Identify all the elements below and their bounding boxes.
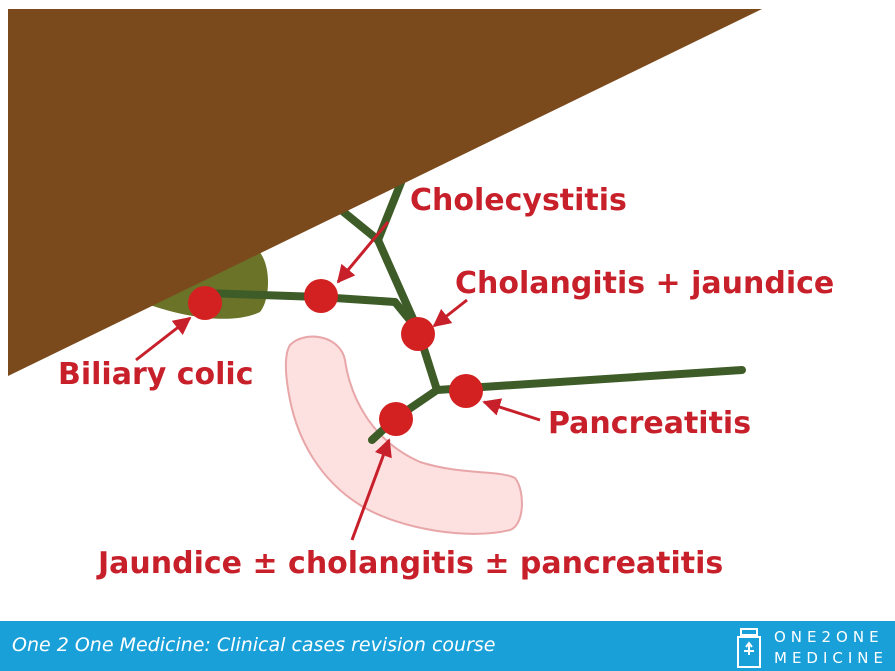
marker-biliary-colic — [188, 286, 222, 320]
arrow-cholangitis — [432, 298, 468, 328]
arrow-pancreatitis — [482, 398, 541, 422]
medicine-bottle-icon — [737, 628, 761, 668]
logo-line-two: MEDICINE — [774, 649, 888, 667]
one2one-medicine-logo: ONE2ONE MEDICINE — [732, 625, 892, 669]
arrow-cholecystitis — [336, 221, 390, 284]
label-jaundice-cholangitis-pancreatitis: Jaundice ± cholangitis ± pancreatitis — [98, 546, 724, 581]
liver-shape — [8, 9, 762, 376]
marker-cholangitis — [401, 317, 435, 351]
arrow-jaundice — [350, 438, 392, 541]
footer-bar: One 2 One Medicine: Clinical cases revis… — [0, 621, 895, 671]
biliary-diagram — [8, 9, 762, 541]
marker-cholecystitis — [304, 279, 338, 313]
gallbladder-shape — [150, 250, 268, 319]
label-pancreatitis: Pancreatitis — [548, 406, 752, 441]
label-cholecystitis: Cholecystitis — [410, 183, 627, 218]
course-title: One 2 One Medicine: Clinical cases revis… — [12, 634, 496, 656]
label-cholangitis-jaundice: Cholangitis + jaundice — [455, 266, 835, 301]
logo-line-one: ONE2ONE — [774, 628, 884, 646]
marker-pancreatitis — [449, 374, 483, 408]
pancreas-shape — [284, 335, 523, 535]
marker-jaundice — [379, 402, 413, 436]
arrow-biliary-colic — [135, 316, 192, 362]
label-biliary-colic: Biliary colic — [58, 357, 254, 392]
